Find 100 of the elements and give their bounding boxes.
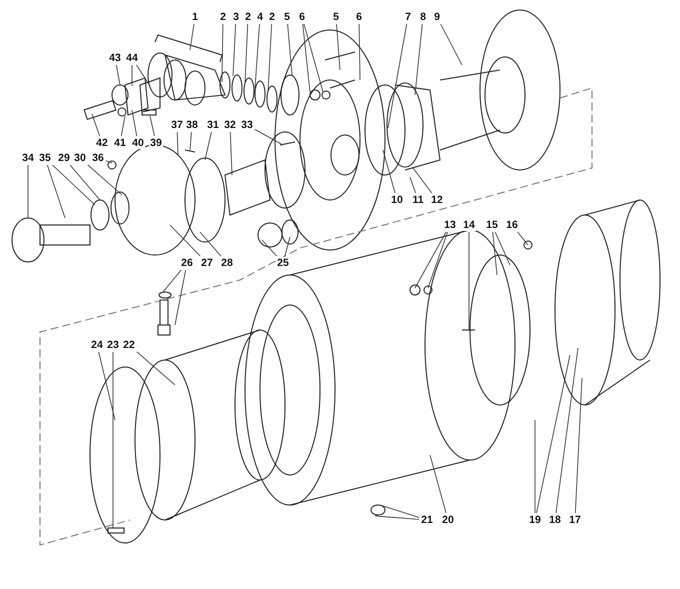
callout-number: 28 bbox=[220, 257, 234, 269]
callout-number: 2 bbox=[219, 11, 227, 23]
callout-number: 20 bbox=[441, 514, 455, 526]
callout-number: 4 bbox=[256, 11, 264, 23]
leader-line bbox=[174, 270, 186, 326]
callout-number: 9 bbox=[433, 11, 441, 23]
callout-number: 5 bbox=[283, 11, 291, 23]
callout-number: 35 bbox=[38, 152, 52, 164]
leader-line bbox=[494, 232, 510, 266]
callout-number: 13 bbox=[443, 219, 457, 231]
leader-line bbox=[517, 232, 528, 246]
leader-line bbox=[358, 24, 360, 80]
leader-line bbox=[414, 232, 446, 288]
leader-line bbox=[190, 132, 192, 150]
leader-line bbox=[304, 24, 324, 92]
leader-line bbox=[574, 378, 582, 514]
callout-number: 21 bbox=[420, 514, 434, 526]
callout-number: 24 bbox=[90, 339, 104, 351]
leader-line bbox=[92, 114, 100, 136]
leader-line bbox=[382, 150, 396, 194]
callout-number: 15 bbox=[485, 219, 499, 231]
callout-number: 33 bbox=[240, 119, 254, 131]
leader-line bbox=[492, 232, 498, 276]
leader-line bbox=[170, 224, 201, 256]
leader-line bbox=[120, 116, 126, 136]
leader-line bbox=[136, 351, 176, 386]
callout-number: 5 bbox=[332, 11, 340, 23]
leader-line bbox=[534, 420, 536, 514]
callout-number: 26 bbox=[180, 257, 194, 269]
callout-number: 27 bbox=[200, 257, 214, 269]
leader-line bbox=[87, 164, 122, 196]
callout-number: 16 bbox=[505, 219, 519, 231]
leader-line bbox=[536, 354, 570, 514]
callout-number: 10 bbox=[390, 194, 404, 206]
callout-number: 22 bbox=[122, 339, 136, 351]
leader-line bbox=[287, 24, 292, 76]
callout-number: 42 bbox=[95, 137, 109, 149]
leader-line bbox=[132, 110, 138, 136]
callout-number: 6 bbox=[355, 11, 363, 23]
callout-number: 2 bbox=[268, 11, 276, 23]
callout-number: 2 bbox=[244, 11, 252, 23]
leader-line bbox=[302, 24, 310, 92]
callout-number: 1 bbox=[191, 11, 199, 23]
leader-line bbox=[430, 454, 446, 514]
leader-line bbox=[52, 164, 96, 206]
leader-line bbox=[388, 24, 408, 128]
callout-number: 11 bbox=[411, 194, 425, 206]
leader-line bbox=[222, 24, 224, 82]
callout-number: 14 bbox=[462, 219, 476, 231]
leader-line bbox=[254, 24, 260, 88]
callout-number: 40 bbox=[131, 137, 145, 149]
leader-line bbox=[428, 232, 448, 288]
leader-line bbox=[374, 516, 420, 520]
leader-line bbox=[200, 232, 222, 256]
leader-line bbox=[380, 504, 420, 518]
callout-number: 29 bbox=[57, 152, 71, 164]
callout-number: 41 bbox=[113, 137, 127, 149]
callout-number: 32 bbox=[223, 119, 237, 131]
callout-number: 12 bbox=[430, 194, 444, 206]
leader-line bbox=[162, 270, 182, 292]
callout-number: 18 bbox=[548, 514, 562, 526]
leader-line bbox=[136, 64, 150, 86]
callout-number: 38 bbox=[185, 119, 199, 131]
leader-line bbox=[190, 24, 194, 50]
leader-line bbox=[105, 160, 112, 164]
callout-number: 43 bbox=[108, 52, 122, 64]
leader-line bbox=[232, 24, 236, 76]
leader-line bbox=[176, 132, 178, 156]
leader-line bbox=[46, 164, 66, 218]
callout-number: 7 bbox=[404, 11, 412, 23]
callout-number: 3 bbox=[232, 11, 240, 23]
callout-number: 30 bbox=[73, 152, 87, 164]
callout-number: 25 bbox=[276, 257, 290, 269]
callout-number: 19 bbox=[528, 514, 542, 526]
callout-number: 8 bbox=[419, 11, 427, 23]
callout-number: 34 bbox=[21, 152, 35, 164]
callout-number: 44 bbox=[125, 52, 139, 64]
leader-line bbox=[468, 232, 470, 330]
leader-line bbox=[98, 352, 116, 420]
callout-number: 23 bbox=[106, 339, 120, 351]
leader-line bbox=[244, 24, 248, 84]
leader-line bbox=[284, 236, 290, 256]
leader-line bbox=[204, 132, 212, 160]
callout-number: 36 bbox=[91, 152, 105, 164]
leader-line bbox=[268, 24, 272, 92]
callout-number: 17 bbox=[568, 514, 582, 526]
leader-line bbox=[116, 64, 120, 86]
leader-line bbox=[112, 352, 114, 528]
leader-line bbox=[440, 24, 462, 66]
leader-line bbox=[230, 132, 232, 176]
leader-line bbox=[150, 116, 155, 136]
leader-line bbox=[336, 24, 340, 70]
callout-number: 39 bbox=[149, 137, 163, 149]
callout-number: 37 bbox=[170, 119, 184, 131]
leader-line bbox=[262, 240, 277, 256]
leader-line bbox=[414, 24, 423, 96]
leader-line bbox=[556, 348, 578, 514]
callout-number: 31 bbox=[206, 119, 220, 131]
leader-line bbox=[254, 128, 284, 146]
leader-line bbox=[70, 164, 100, 200]
